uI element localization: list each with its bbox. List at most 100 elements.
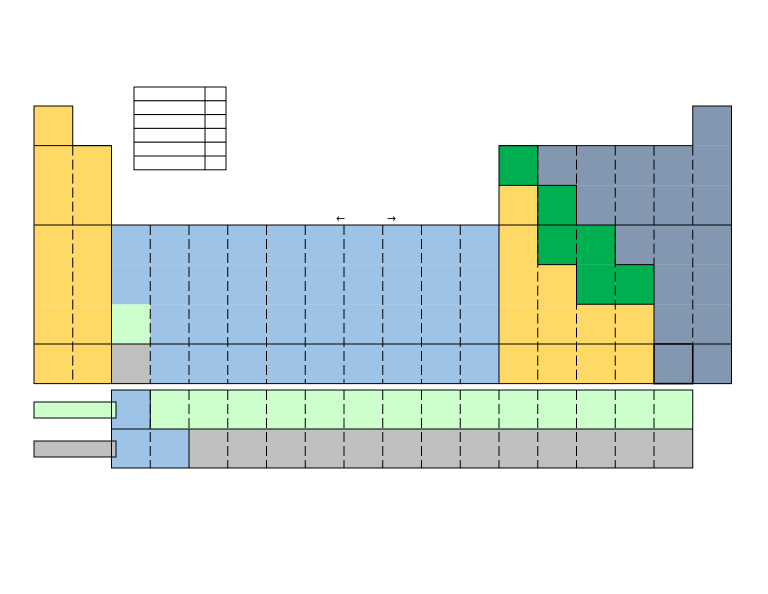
legend-row [133,114,206,129]
cell-blue [227,304,267,344]
cell-gray [537,429,577,468]
cell-blue [421,304,461,344]
cell-green [615,264,654,305]
metalloid-staircase-bottom [499,184,693,345]
right-arrow: → [387,212,397,225]
cell-yellow [34,145,73,186]
cell-blue [189,224,228,265]
cell-yellow [499,264,538,305]
cell-blue [227,224,267,265]
cell-slate [615,185,654,225]
cell-blue [421,343,461,384]
legend-row [133,141,206,157]
cell-slate [654,343,693,384]
cell-slate [692,185,732,225]
cell-blue [382,304,422,344]
highlight-cell [653,343,694,385]
legend-row-value [204,86,227,102]
cell-blue [227,264,267,305]
cell-yellow [576,304,616,344]
cell-green [499,145,538,186]
cell-blue [421,264,461,305]
cell-blue [189,304,228,344]
legend-row-value [204,114,227,129]
cell-blue [305,264,344,305]
cell-slate [576,185,616,225]
cell-blue [460,224,499,265]
cell-slate [654,224,693,265]
cell-blue [111,390,151,429]
cell-yellow [499,185,538,225]
cell-gray [305,429,344,468]
cell-light-green [150,390,189,429]
cell-yellow [34,264,73,305]
cell-light-green [266,390,306,429]
cell-blue [382,224,422,265]
cell-yellow [499,343,538,384]
cell-blue [382,343,422,384]
cell-yellow [615,343,654,384]
cell-slate [615,145,654,186]
cell-gray [576,429,616,468]
cell-light-green [421,390,461,429]
cell-slate [654,145,693,186]
legend-row-value [204,127,227,143]
cell-light-green [305,390,344,429]
cell-green [576,224,616,265]
cell-slate [692,343,732,384]
lower-key [33,401,117,458]
cell-blue [460,343,499,384]
cell-gray [460,429,499,468]
cell-yellow [34,304,73,344]
cell-gray [189,429,228,468]
cell-gray [499,429,538,468]
cell-gray [227,429,267,468]
cell-blue [344,343,383,384]
cell-yellow [34,224,73,265]
cell-green [537,224,577,265]
cell-blue [150,343,189,384]
legend-row [133,127,206,143]
cell-blue [227,343,267,384]
cell-blue [460,304,499,344]
cell-slate [692,145,732,186]
cell-blue [266,304,306,344]
cell-gray [421,429,461,468]
cell-blue [305,224,344,265]
cell-yellow [72,224,112,265]
cell-light-green [460,390,499,429]
cell-light-green [111,304,151,344]
cell-light-green [344,390,383,429]
cell-gray [382,429,422,468]
cell-blue [305,304,344,344]
cell-yellow [576,343,616,384]
cell-light-green [189,390,228,429]
cell-slate [576,145,616,186]
cell-gray [111,343,151,384]
cell-slate [692,304,732,344]
legend-row [133,86,206,102]
key-swatch-light-green [33,401,117,419]
cell-slate [654,185,693,225]
cell-slate [692,224,732,265]
cell-green [576,264,616,305]
cell-slate [692,264,732,305]
grid-outlines [33,105,732,469]
cell-yellow [537,343,577,384]
cell-light-green [654,390,693,429]
legend-row-value [204,141,227,157]
cell-yellow [537,304,577,344]
cell-blue [189,343,228,384]
cell-slate [615,224,654,265]
left-arrow: ← [336,212,346,225]
cell-yellow [72,304,112,344]
cell-gray [344,429,383,468]
lower-grid [111,390,693,468]
cell-slate [654,304,693,344]
cell-light-green [537,390,577,429]
cell-blue [111,264,151,305]
main-grid [34,106,732,384]
cell-blue [382,264,422,305]
cell-yellow [615,304,654,344]
cell-yellow [34,343,73,384]
